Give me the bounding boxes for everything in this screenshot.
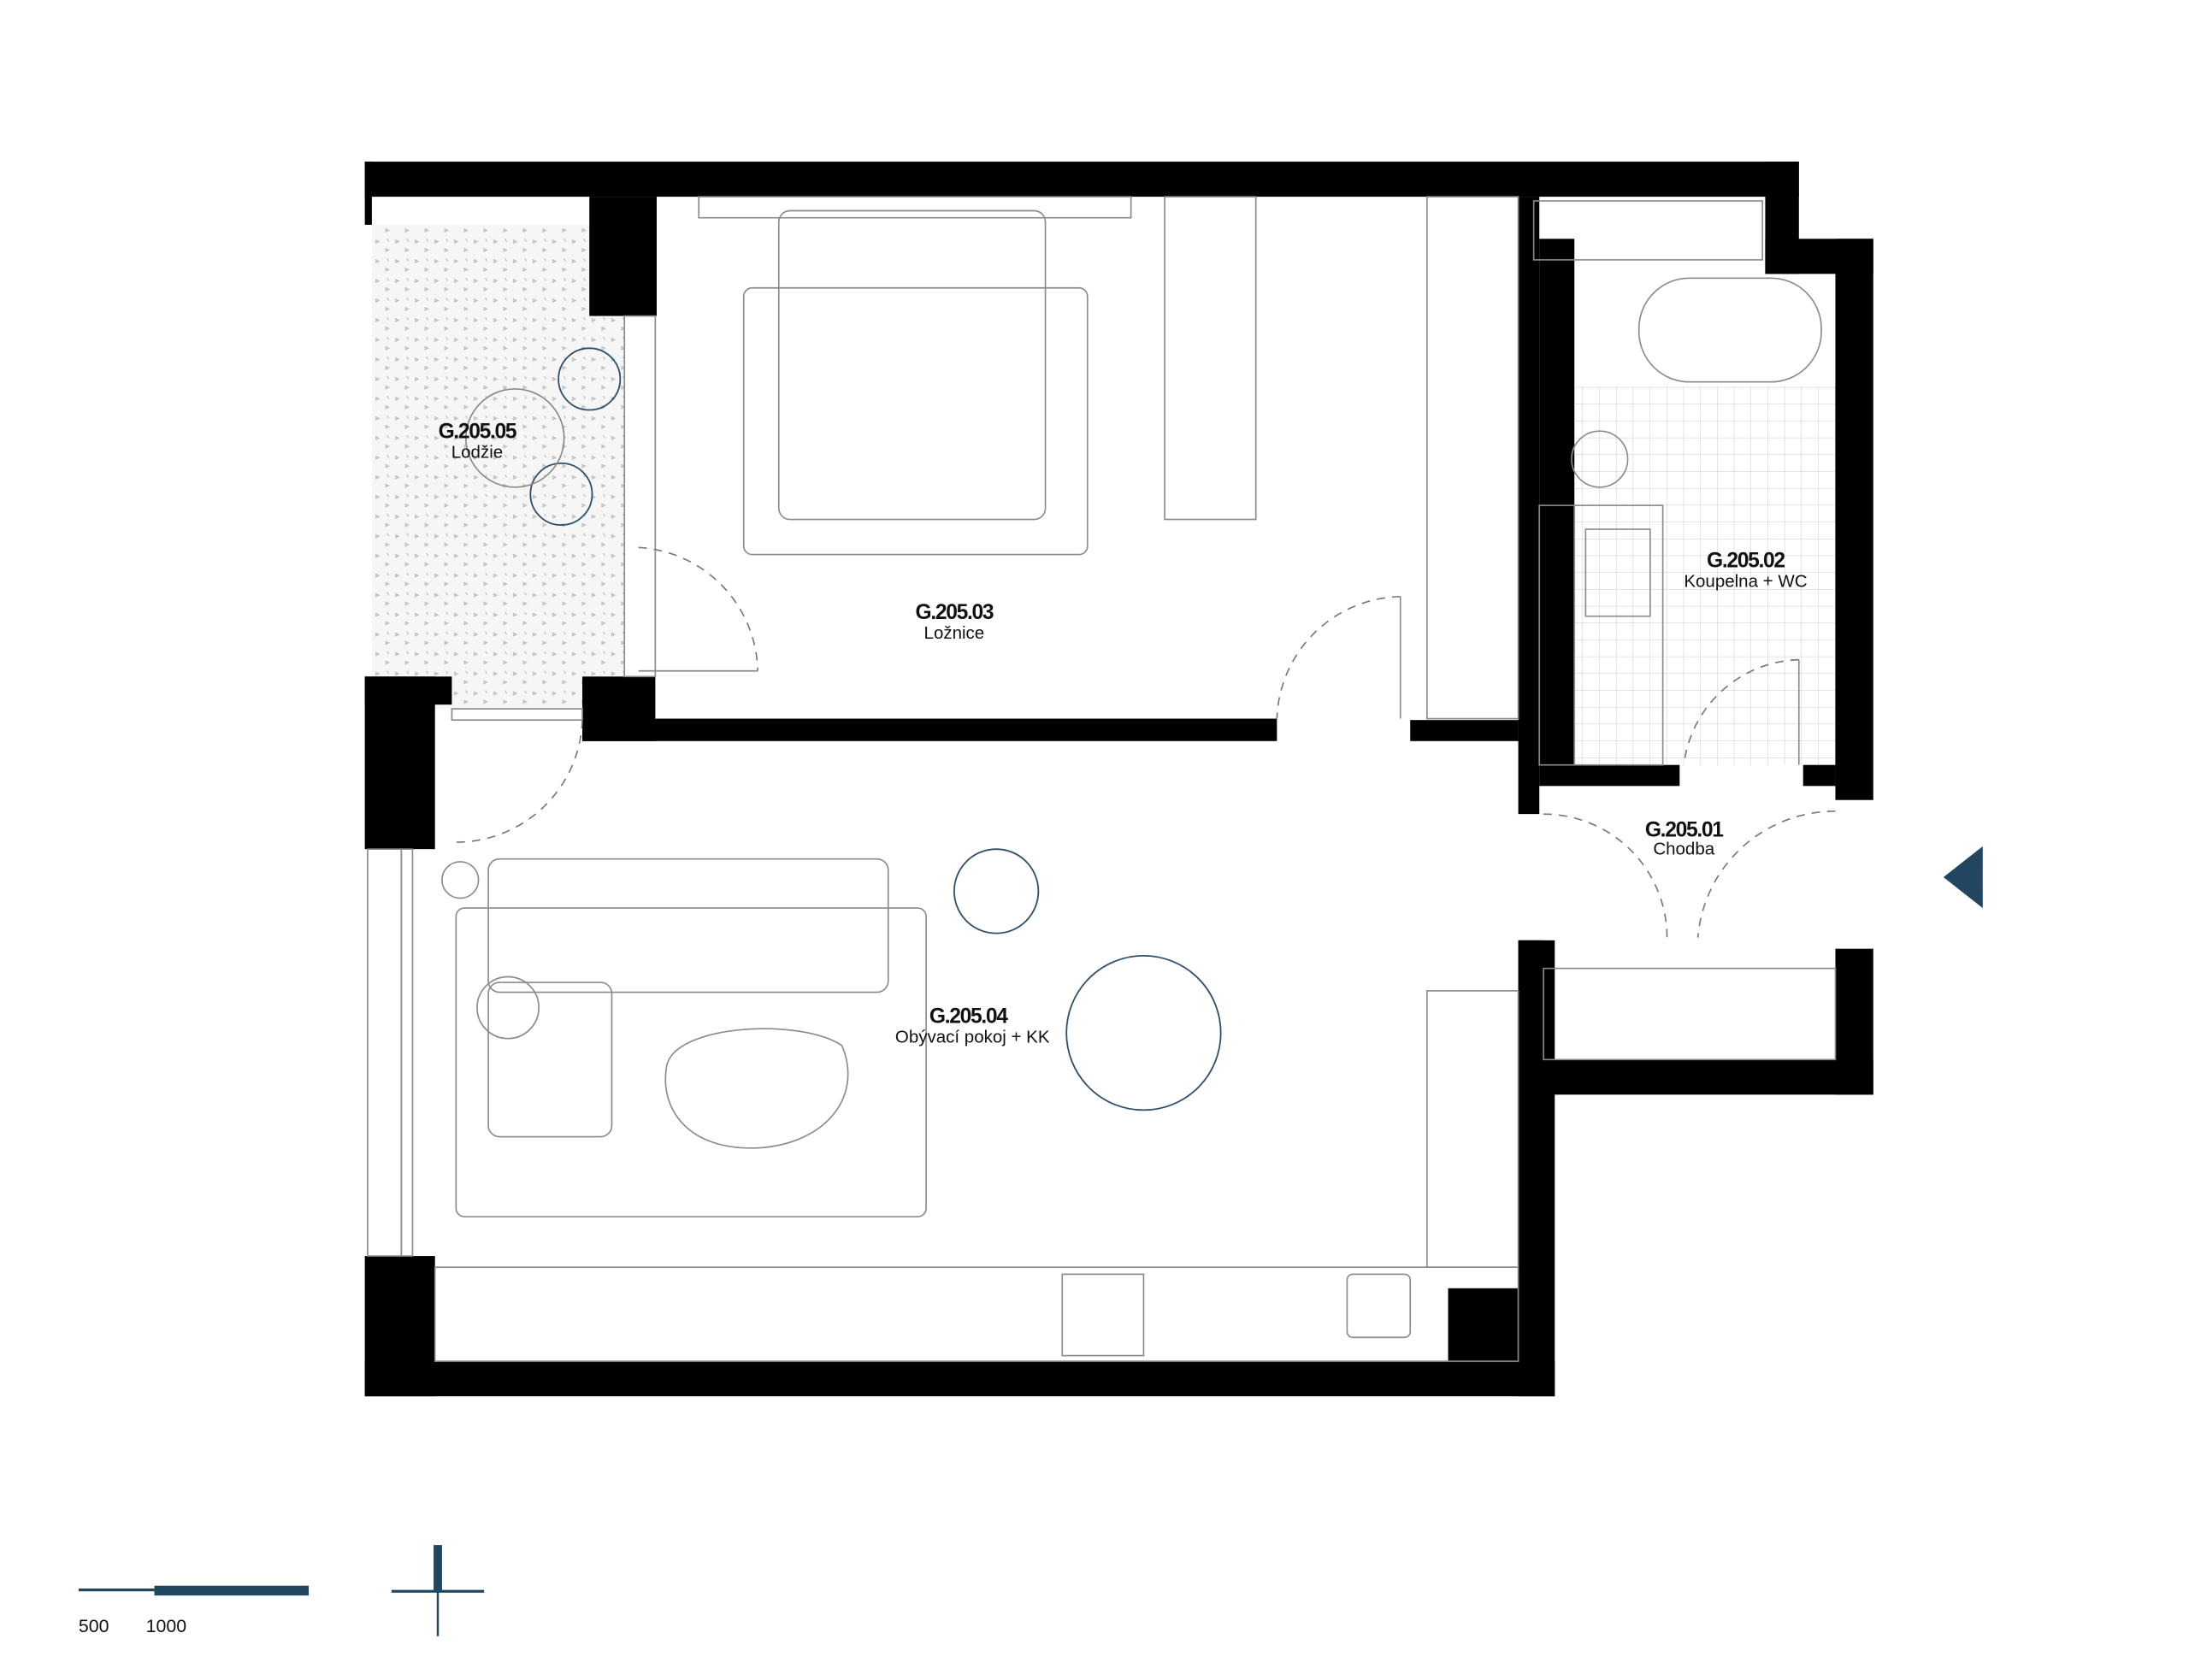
furniture <box>434 196 1837 1362</box>
room-name: Obývací pokoj + KK <box>895 1028 1050 1047</box>
loggia-floor <box>371 224 625 710</box>
room-name: Chodba <box>1653 840 1714 859</box>
room-code: G.205.01 <box>1645 818 1723 841</box>
room-code: G.205.03 <box>916 601 994 624</box>
room-name: Koupelna + WC <box>1684 571 1807 591</box>
windows <box>367 315 657 1257</box>
room-name: Ložnice <box>924 623 985 643</box>
doors <box>451 546 1836 938</box>
bathroom-tiles <box>1574 386 1836 765</box>
room-label-g205-02: G.205.02 Koupelna + WC <box>1684 549 1807 591</box>
walls <box>364 162 1873 1397</box>
room-name: Lodžie <box>451 442 503 462</box>
room-label-g205-04: G.205.04 Obývací pokoj + KK <box>895 1005 1050 1047</box>
room-label-g205-03: G.205.03 Ložnice <box>916 601 995 643</box>
room-code: G.205.04 <box>929 1005 1008 1029</box>
room-code: G.205.02 <box>1707 549 1785 572</box>
scale-label-1000: 1000 <box>146 1616 187 1636</box>
north-cross-icon <box>391 1545 485 1636</box>
room-code: G.205.05 <box>439 420 516 443</box>
scale-bar: 500 1000 <box>78 1585 310 1636</box>
scale-label-500: 500 <box>79 1616 109 1636</box>
entrance-arrow-icon <box>1943 846 1983 909</box>
room-label-g205-05: G.205.05 Lodžie <box>439 420 518 462</box>
room-label-g205-01: G.205.01 Chodba <box>1645 818 1725 859</box>
